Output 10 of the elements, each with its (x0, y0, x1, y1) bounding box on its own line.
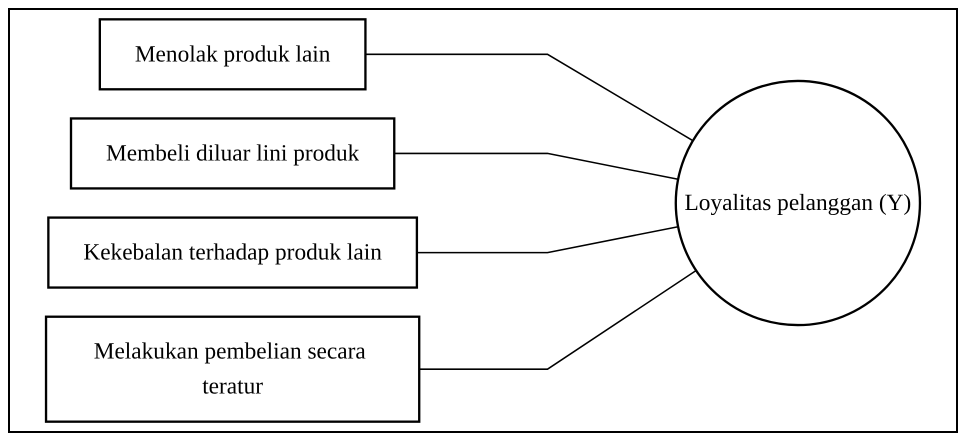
node-circle (674, 80, 922, 326)
connector (394, 152, 678, 180)
connector (416, 226, 678, 254)
connector (365, 54, 694, 142)
node-box (98, 18, 367, 90)
node-box (70, 117, 396, 190)
diagram-frame: Menolak produk lain Membeli diluar lini produk Kekebalan terhadap produk lain Melakukan pembelian secara teratur Loyalitas pelanggan (Y) (8, 8, 958, 433)
node-box (44, 316, 420, 423)
connector (419, 270, 697, 370)
node-box (47, 216, 418, 289)
